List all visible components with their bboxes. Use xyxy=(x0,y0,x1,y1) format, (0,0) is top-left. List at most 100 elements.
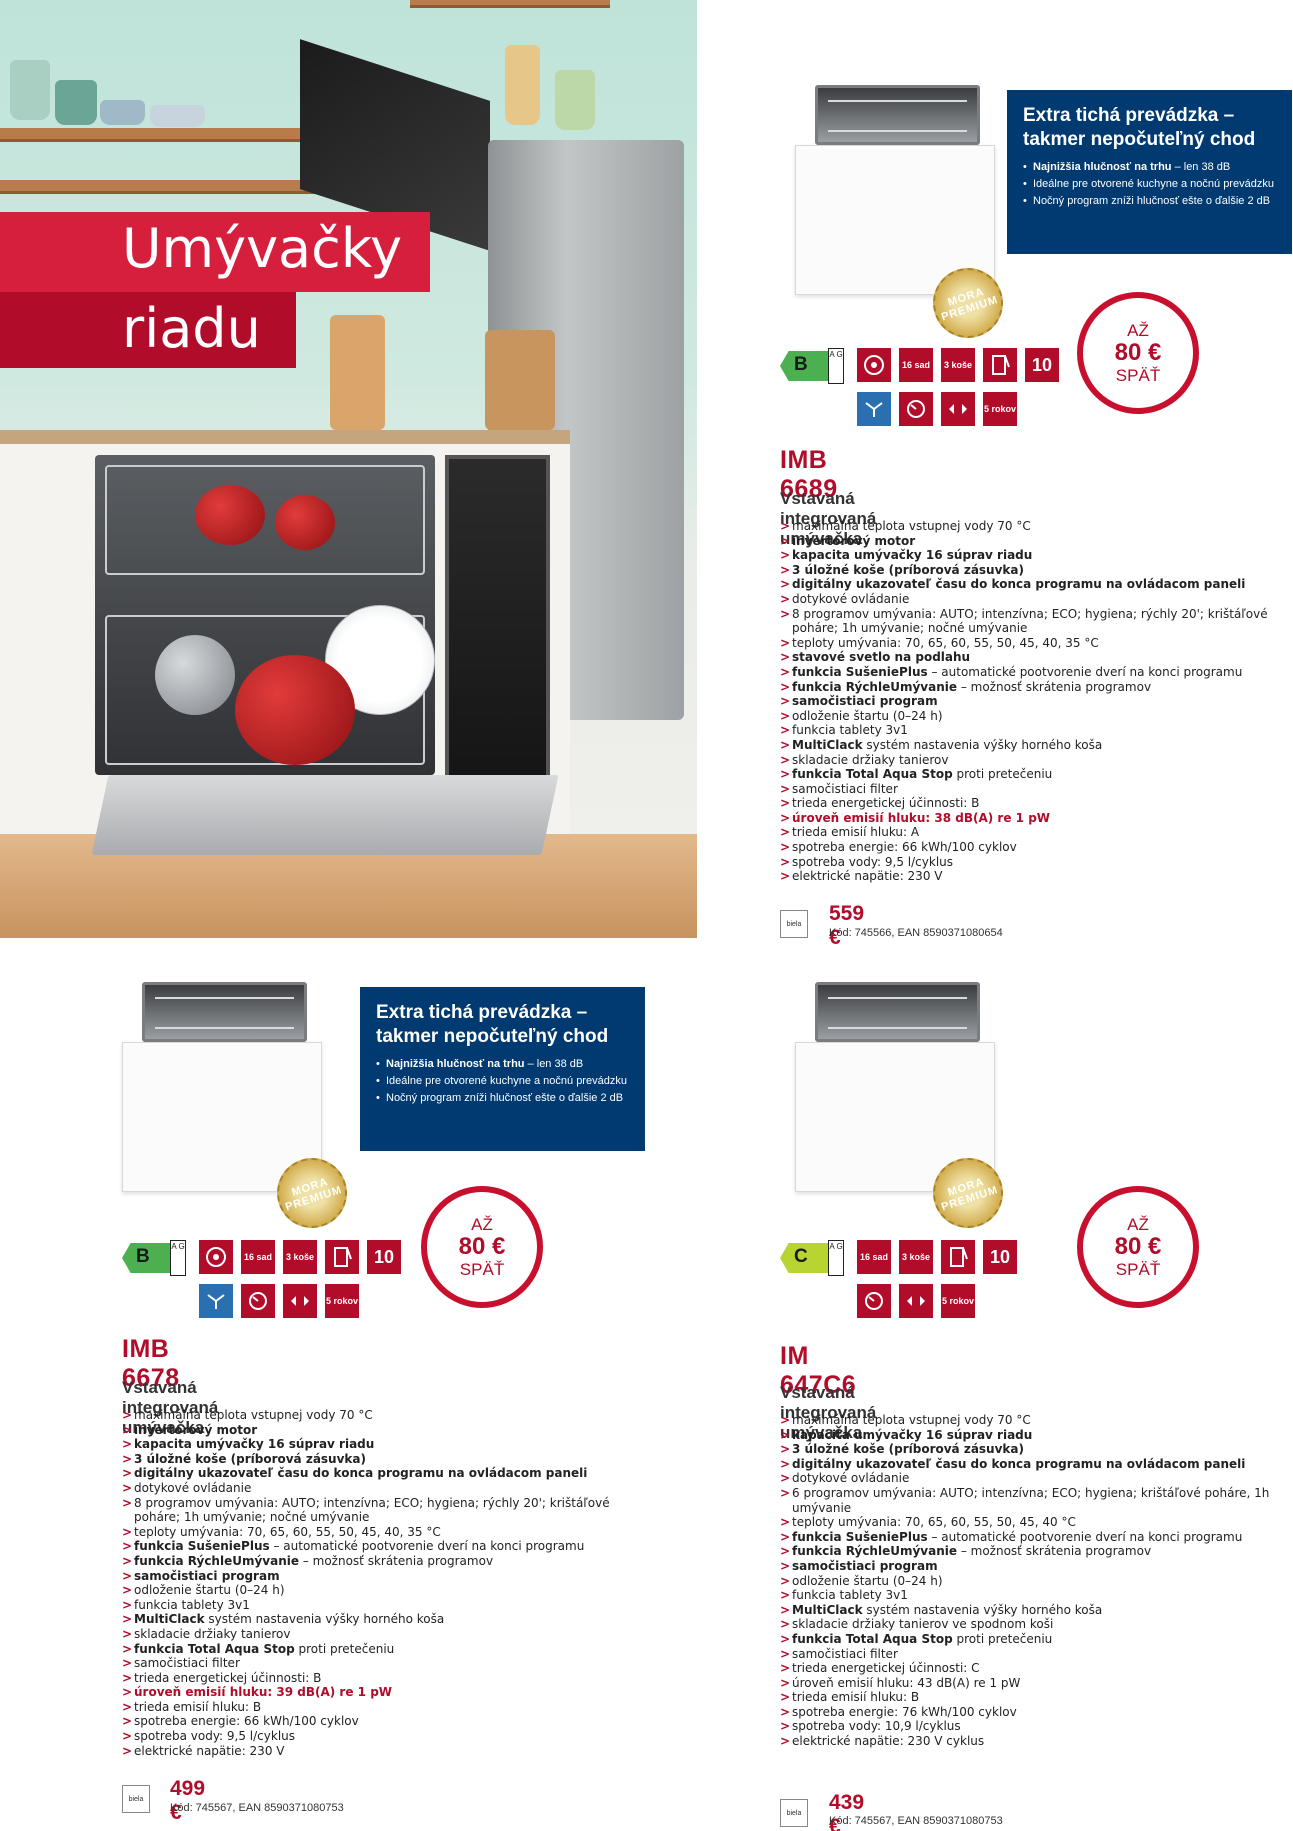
spec-item: funkcia tablety 3v1 xyxy=(122,1598,622,1613)
cashback-badge: AŽ 80 € SPÄŤ xyxy=(1077,1186,1199,1308)
spec-item: MultiClack systém nastavenia výšky horné… xyxy=(780,738,1270,753)
color-tag: biela xyxy=(122,1785,150,1813)
cashback-amount: 80 € xyxy=(1114,339,1162,366)
oven xyxy=(445,455,550,785)
spec-item: samočistiaci program xyxy=(780,1559,1280,1574)
door-opening-icon xyxy=(941,1240,975,1274)
spec-item: samočistiaci program xyxy=(122,1569,622,1584)
spec-item: teploty umývania: 70, 65, 60, 55, 50, 45… xyxy=(780,636,1270,651)
banner-bullet: Nočný program zníži hlučnosť ešte o ďalš… xyxy=(1023,194,1276,208)
dishwasher-image xyxy=(122,982,322,1192)
spec-item: skladacie držiaky tanierov xyxy=(122,1627,622,1642)
warranty-icon: 5 rokov xyxy=(983,392,1017,426)
bowl xyxy=(100,100,145,125)
spec-item: kapacita umývačky 16 súprav riadu xyxy=(780,1428,1280,1443)
spec-item: stavové svetlo na podlahu xyxy=(780,650,1270,665)
color-tag: biela xyxy=(780,1799,808,1827)
spec-item: funkcia Total Aqua Stop proti pretečeniu xyxy=(780,767,1270,782)
spec-item: funkcia RýchleUmývanie – možnosť skráten… xyxy=(780,1544,1280,1559)
inverter-motor-icon xyxy=(199,1240,233,1274)
spec-item: funkcia Total Aqua Stop proti pretečeniu xyxy=(122,1642,622,1657)
cashback-amount: 80 € xyxy=(458,1233,506,1260)
spec-item: úroveň emisií hluku: 39 dB(A) re 1 pW xyxy=(122,1685,622,1700)
energy-label: B A G xyxy=(780,348,844,384)
cashback-line3: SPÄŤ xyxy=(1115,1260,1161,1279)
cashback-badge: AŽ 80 € SPÄŤ xyxy=(1077,292,1199,414)
cashback-line3: SPÄŤ xyxy=(1115,366,1161,385)
energy-scale: A G xyxy=(828,1240,844,1276)
model-name: IMB 6689 xyxy=(780,446,838,503)
spec-item: elektrické napätie: 230 V cyklus xyxy=(780,1734,1280,1749)
cashback-amount: 80 € xyxy=(1114,1233,1162,1260)
spec-item: digitálny ukazovateľ času do konca progr… xyxy=(780,577,1270,592)
temperature-icon xyxy=(899,1284,933,1318)
spec-item: maximálna teplota vstupnej vody 70 °C xyxy=(122,1408,622,1423)
spec-item: samočistiaci program xyxy=(780,694,1270,709)
spec-item: teploty umývania: 70, 65, 60, 55, 50, 45… xyxy=(122,1525,622,1540)
cashback-line1: AŽ xyxy=(471,1215,493,1234)
spec-item: spotreba energie: 76 kWh/100 cyklov xyxy=(780,1705,1280,1720)
floor-light-icon xyxy=(857,392,891,426)
spec-list: maximálna teplota vstupnej vody 70 °C in… xyxy=(780,519,1270,884)
open-dishwasher xyxy=(95,455,435,775)
spec-item: trieda energetickej účinnosti: C xyxy=(780,1661,1280,1676)
red-cup xyxy=(195,485,265,545)
spec-item: 8 programov umývania: AUTO; intenzívna; … xyxy=(780,607,1270,636)
floor-light-icon xyxy=(199,1284,233,1318)
spec-item: teploty umývania: 70, 65, 60, 55, 50, 45… xyxy=(780,1515,1280,1530)
banner-title: Extra tichá prevádzka – takmer nepočuteľ… xyxy=(376,1002,609,1047)
spec-item: spotreba vody: 9,5 l/cyklus xyxy=(122,1729,622,1744)
spec-item: maximálna teplota vstupnej vody 70 °C xyxy=(780,519,1270,534)
energy-class: B xyxy=(794,354,808,375)
banner-bullet: Najnižšia hlučnosť na trhu – len 38 dB xyxy=(1023,160,1276,174)
spec-item: kapacita umývačky 16 súprav riadu xyxy=(780,548,1270,563)
red-cup xyxy=(275,495,335,550)
spec-item: samočistiaci filter xyxy=(780,782,1270,797)
dishwasher-top xyxy=(815,982,980,1042)
spec-item: 3 úložné koše (príborová zásuvka) xyxy=(122,1452,622,1467)
spec-item: funkcia RýchleUmývanie – možnosť skráten… xyxy=(780,680,1270,695)
spec-list: maximálna teplota vstupnej vody 70 °C ka… xyxy=(780,1413,1280,1749)
red-pot xyxy=(235,655,355,765)
spec-item: MultiClack systém nastavenia výšky horné… xyxy=(780,1603,1280,1618)
spec-item: dotykové ovládanie xyxy=(122,1481,622,1496)
energy-class: B xyxy=(136,1246,150,1267)
door-opening-icon xyxy=(325,1240,359,1274)
spec-item: funkcia SušeniePlus – automatické pootvo… xyxy=(122,1539,622,1554)
cashback-line1: AŽ xyxy=(1127,321,1149,340)
spec-item: trieda energetickej účinnosti: B xyxy=(122,1671,622,1686)
banner-bullet: Nočný program zníži hlučnosť ešte o ďalš… xyxy=(376,1091,629,1105)
spec-item: úroveň emisií hluku: 38 dB(A) re 1 pW xyxy=(780,811,1270,826)
cup xyxy=(55,80,97,125)
quiet-10-icon: 10 xyxy=(1025,348,1059,382)
warranty-icon: 5 rokov xyxy=(941,1284,975,1318)
spec-item: digitálny ukazovateľ času do konca progr… xyxy=(122,1466,622,1481)
spec-item: spotreba vody: 9,5 l/cyklus xyxy=(780,855,1270,870)
energy-scale: A G xyxy=(828,348,844,384)
cashback-line3: SPÄŤ xyxy=(459,1260,505,1279)
spec-item: maximálna teplota vstupnej vody 70 °C xyxy=(780,1413,1280,1428)
speed-icon xyxy=(857,1284,891,1318)
spec-item: odloženie štartu (0–24 h) xyxy=(122,1583,622,1598)
spec-item: 6 programov umývania: AUTO; intenzívna; … xyxy=(780,1486,1280,1515)
model-name: IM 647C6 xyxy=(780,1342,857,1399)
warranty-icon: 5 rokov xyxy=(325,1284,359,1318)
spec-list: maximálna teplota vstupnej vody 70 °C in… xyxy=(122,1408,622,1758)
spec-item: invertorový motor xyxy=(780,534,1270,549)
jar xyxy=(10,60,50,120)
model-name: IMB 6678 xyxy=(122,1335,180,1392)
kitchen-photo xyxy=(0,0,697,938)
spec-item: MultiClack systém nastavenia výšky horné… xyxy=(122,1612,622,1627)
price: 439 € xyxy=(829,1791,865,1831)
spec-item: funkcia SušeniePlus – automatické pootvo… xyxy=(780,1530,1280,1545)
spec-item: 8 programov umývania: AUTO; intenzívna; … xyxy=(122,1496,622,1525)
temperature-icon xyxy=(283,1284,317,1318)
dishwasher-top xyxy=(142,982,307,1042)
baskets-icon: 3 koše xyxy=(941,348,975,382)
pasta-jar xyxy=(505,45,540,125)
wooden-shelf xyxy=(0,180,330,194)
product-code: Kód: 745567, EAN 8590371080753 xyxy=(170,1802,344,1814)
spec-item: odloženie štartu (0–24 h) xyxy=(780,709,1270,724)
spec-item: samočistiaci filter xyxy=(780,1647,1280,1662)
spec-item: trieda emisií hluku: B xyxy=(780,1690,1280,1705)
